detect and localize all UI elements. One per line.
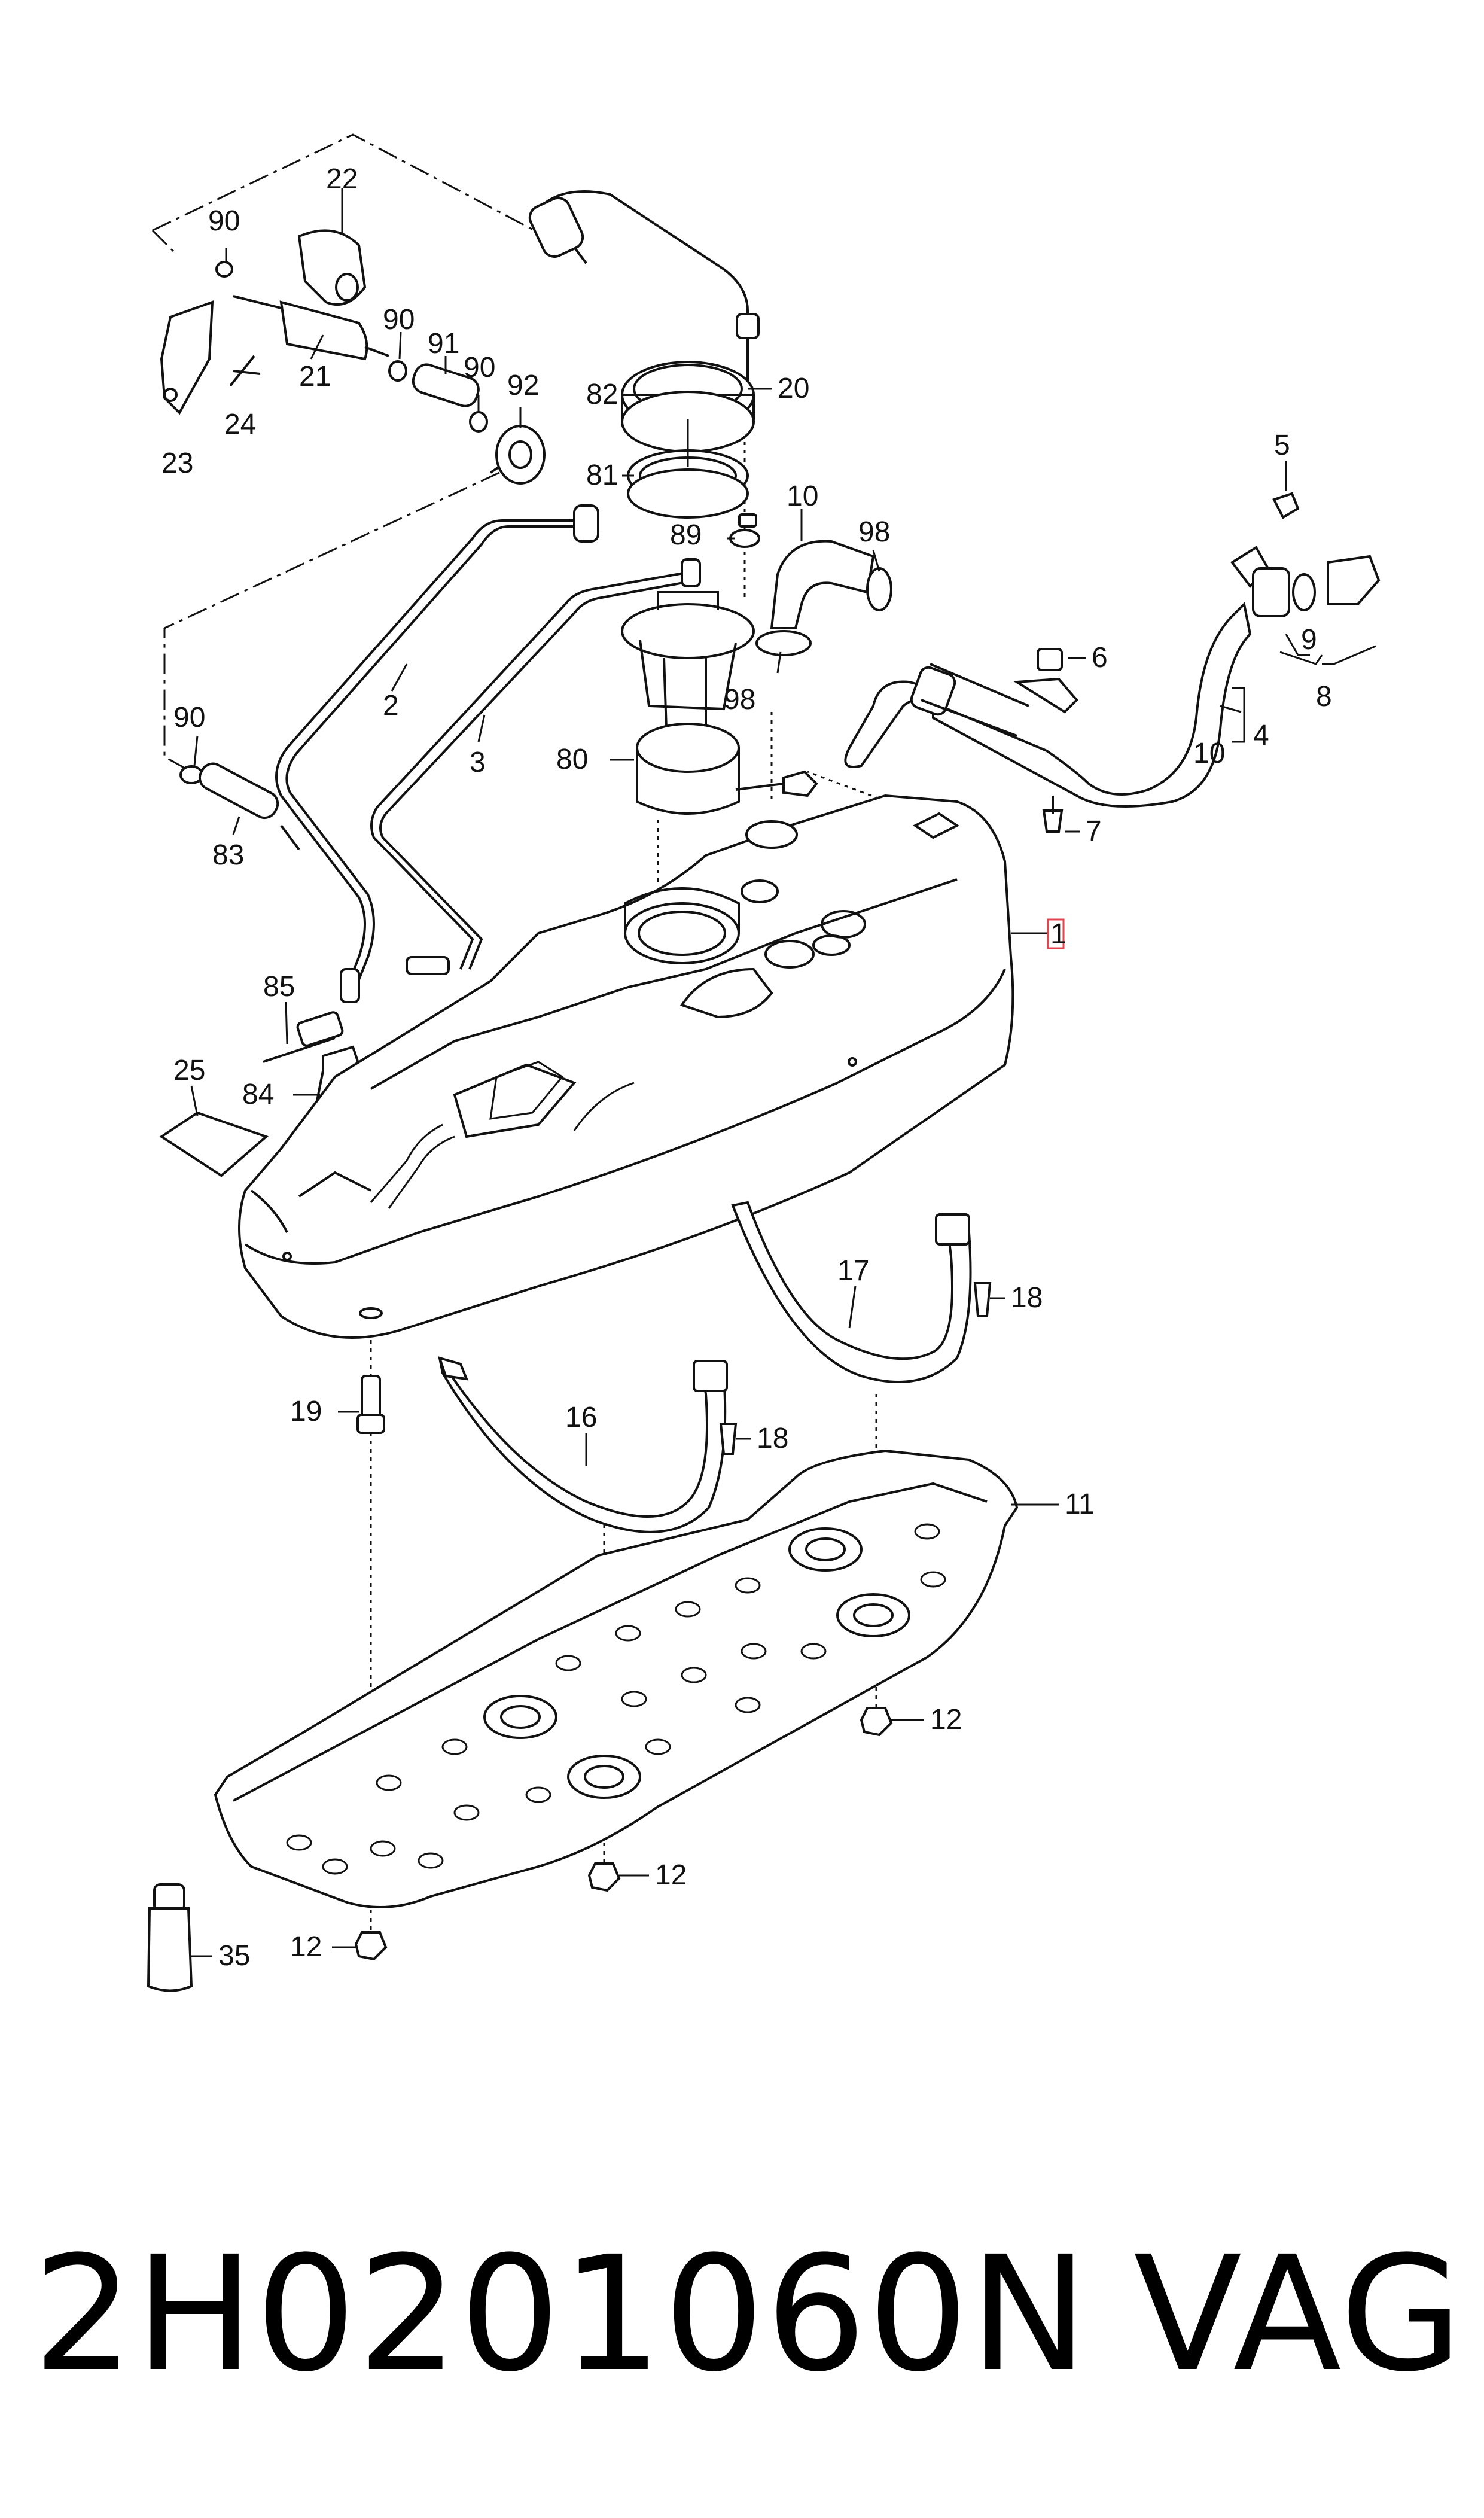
callout-labels: 22 90 90 91 90 92 21 24 23 82 20 81 89 1… xyxy=(161,163,1332,1972)
callout-1: 1 xyxy=(1050,918,1066,950)
cap-9-body xyxy=(1252,567,1290,617)
callout-2: 2 xyxy=(383,690,399,721)
callout-25: 25 xyxy=(173,1055,205,1086)
callout-81: 81 xyxy=(586,459,618,491)
shield-11 xyxy=(214,1449,1019,1908)
callout-90-c: 90 xyxy=(464,352,495,383)
callout-9: 9 xyxy=(1301,624,1317,656)
nut-12-a xyxy=(860,1707,893,1737)
callout-highlight-1 xyxy=(1047,918,1065,949)
bracket-23 xyxy=(160,300,214,415)
part-number: 2H0201060N xyxy=(33,2222,1090,2407)
callout-10-b: 10 xyxy=(1193,738,1225,769)
callout-21: 21 xyxy=(299,361,331,392)
o-ring-90-a xyxy=(215,261,233,278)
callout-23: 23 xyxy=(161,447,193,479)
o-ring-90-c xyxy=(469,411,488,433)
callout-90-b: 90 xyxy=(383,304,415,336)
o-ring-90-b xyxy=(388,360,407,382)
nut-12-c xyxy=(354,1931,388,1961)
sensor-85 xyxy=(263,1011,344,1063)
callout-10-a: 10 xyxy=(787,480,818,512)
filler-neck-4 xyxy=(844,492,1381,833)
callout-35: 35 xyxy=(218,1940,250,1972)
callout-4: 4 xyxy=(1253,720,1269,751)
callout-92: 92 xyxy=(507,370,539,401)
clamp-98-a xyxy=(755,630,812,656)
fuel-lines-2-3 xyxy=(275,504,701,1003)
callout-5: 5 xyxy=(1274,430,1290,461)
callout-3: 3 xyxy=(470,747,486,778)
callout-22: 22 xyxy=(326,163,358,195)
fuel-filter-group xyxy=(160,229,546,485)
clamp-98-b xyxy=(866,567,892,611)
strap-17 xyxy=(731,1201,972,1383)
cap-92 xyxy=(495,425,546,485)
hose-91 xyxy=(412,363,480,407)
ring-89 xyxy=(729,529,760,548)
callout-80: 80 xyxy=(556,744,588,775)
callout-83: 83 xyxy=(212,839,244,871)
hose-83 xyxy=(179,762,300,851)
callout-90-d: 90 xyxy=(173,702,205,733)
footer-caption: 2H0201060N VAG xyxy=(33,2222,1462,2407)
bolt-7 xyxy=(1042,809,1064,833)
clip-6 xyxy=(1037,648,1063,671)
callout-24: 24 xyxy=(224,409,256,440)
callout-98-a: 98 xyxy=(858,516,890,548)
hose-10-top xyxy=(755,540,892,656)
callout-12-b: 12 xyxy=(655,1859,687,1891)
callout-90-a: 90 xyxy=(208,205,240,237)
callout-17: 17 xyxy=(837,1255,869,1287)
callout-12-c: 12 xyxy=(290,1931,322,1963)
stud-19 xyxy=(356,1375,385,1434)
cap-8 xyxy=(1327,555,1381,605)
pad-25 xyxy=(159,1111,269,1177)
callout-89: 89 xyxy=(670,519,702,551)
fuel-tank-1 xyxy=(238,794,1065,1339)
callout-6: 6 xyxy=(1092,642,1108,674)
callout-20: 20 xyxy=(778,373,809,404)
fuel-pump-module-80 xyxy=(621,591,818,815)
callout-19: 19 xyxy=(290,1396,322,1427)
brand: VAG xyxy=(1133,2222,1464,2407)
callout-16: 16 xyxy=(565,1402,597,1433)
callout-85: 85 xyxy=(263,971,295,1003)
vent-line-20 xyxy=(528,190,760,548)
bolts-18 xyxy=(719,1282,992,1455)
callout-98-b: 98 xyxy=(724,684,755,715)
callout-84: 84 xyxy=(242,1079,274,1110)
callout-11: 11 xyxy=(1065,1488,1095,1520)
seal-81 xyxy=(627,449,749,519)
clamp-22 xyxy=(297,229,367,306)
bottle-35 xyxy=(147,1883,193,1992)
callout-18-b: 18 xyxy=(757,1423,788,1454)
callout-12-a: 12 xyxy=(930,1704,962,1735)
nut-5 xyxy=(1272,492,1300,519)
leader-lines xyxy=(190,188,1376,1957)
callout-82: 82 xyxy=(586,379,618,410)
callout-7: 7 xyxy=(1086,815,1102,847)
o-ring-9 xyxy=(1292,573,1316,611)
strap-16 xyxy=(437,1356,728,1533)
callout-18-a: 18 xyxy=(1011,1282,1043,1314)
shield-holes xyxy=(286,1523,946,1875)
nuts-12 xyxy=(354,1707,893,1961)
nut-12-b xyxy=(587,1862,621,1892)
filter-21 xyxy=(279,300,368,361)
callout-91: 91 xyxy=(428,328,459,360)
callout-8: 8 xyxy=(1316,681,1332,713)
